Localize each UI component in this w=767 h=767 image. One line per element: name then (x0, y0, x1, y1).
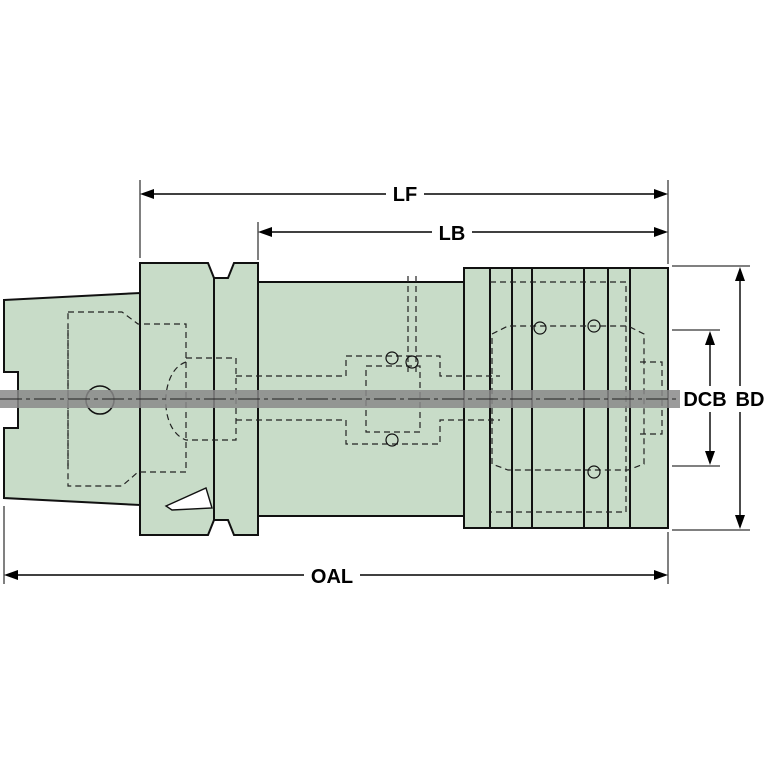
dimension-oal: OAL (4, 562, 668, 588)
screw-hole-4 (533, 321, 547, 335)
shank-cavity (67, 311, 187, 487)
bore-lower (236, 419, 500, 445)
label-lb: LB (439, 223, 466, 245)
bore-upper (236, 355, 500, 377)
centerline (0, 390, 680, 408)
dimension-lf: LF (140, 180, 668, 206)
screw-hole-1 (385, 351, 399, 365)
screw-hole-2 (385, 433, 399, 447)
flange-notch (164, 487, 213, 511)
chuck-cavity (491, 325, 645, 471)
label-bd: BD (736, 389, 765, 411)
label-oal: OAL (311, 566, 353, 588)
label-dcb: DCB (683, 389, 726, 411)
screw-hole-6 (587, 465, 601, 479)
dimension-dcb: DCB (683, 331, 727, 465)
dimension-bd: BD (735, 267, 764, 529)
screw-hole-5 (587, 319, 601, 333)
dimension-lb: LB (258, 219, 668, 245)
chuck-bore (640, 361, 663, 435)
coolant-bore (365, 365, 421, 433)
screw-hole-3 (405, 355, 419, 369)
label-lf: LF (393, 184, 417, 206)
